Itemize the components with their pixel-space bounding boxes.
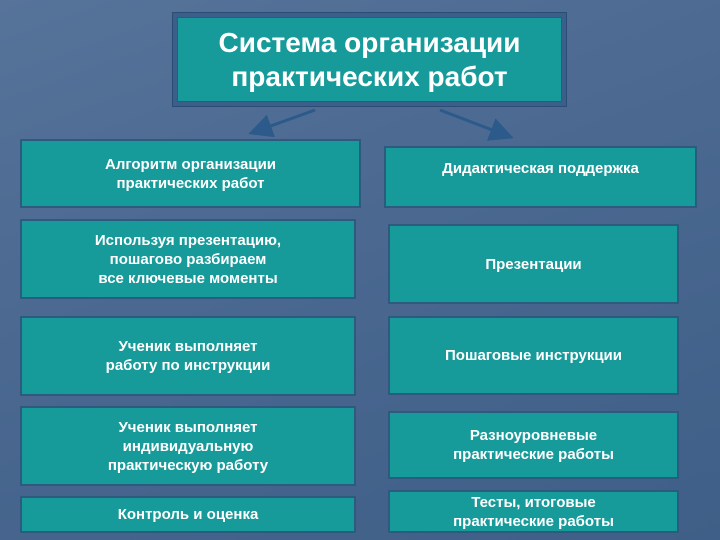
left-step-1: Используя презентацию, пошагово разбирае… (20, 219, 356, 299)
left-step-2: Ученик выполняет работу по инструкции (20, 316, 356, 396)
left-step-4: Контроль и оценка (20, 496, 356, 533)
diagram-title: Система организации практических работ (177, 17, 562, 102)
right-item-2: Пошаговые инструкции (388, 316, 679, 395)
right-item-3: Разноуровневые практические работы (388, 411, 679, 479)
arrow-left (248, 108, 316, 138)
arrow-right (439, 108, 514, 141)
right-heading: Дидактическая поддержка (384, 146, 697, 208)
right-item-1: Презентации (388, 224, 679, 304)
left-step-3: Ученик выполняет индивидуальную практиче… (20, 406, 356, 486)
right-item-4: Тесты, итоговые практические работы (388, 490, 679, 533)
left-heading: Алгоритм организации практических работ (20, 139, 361, 208)
